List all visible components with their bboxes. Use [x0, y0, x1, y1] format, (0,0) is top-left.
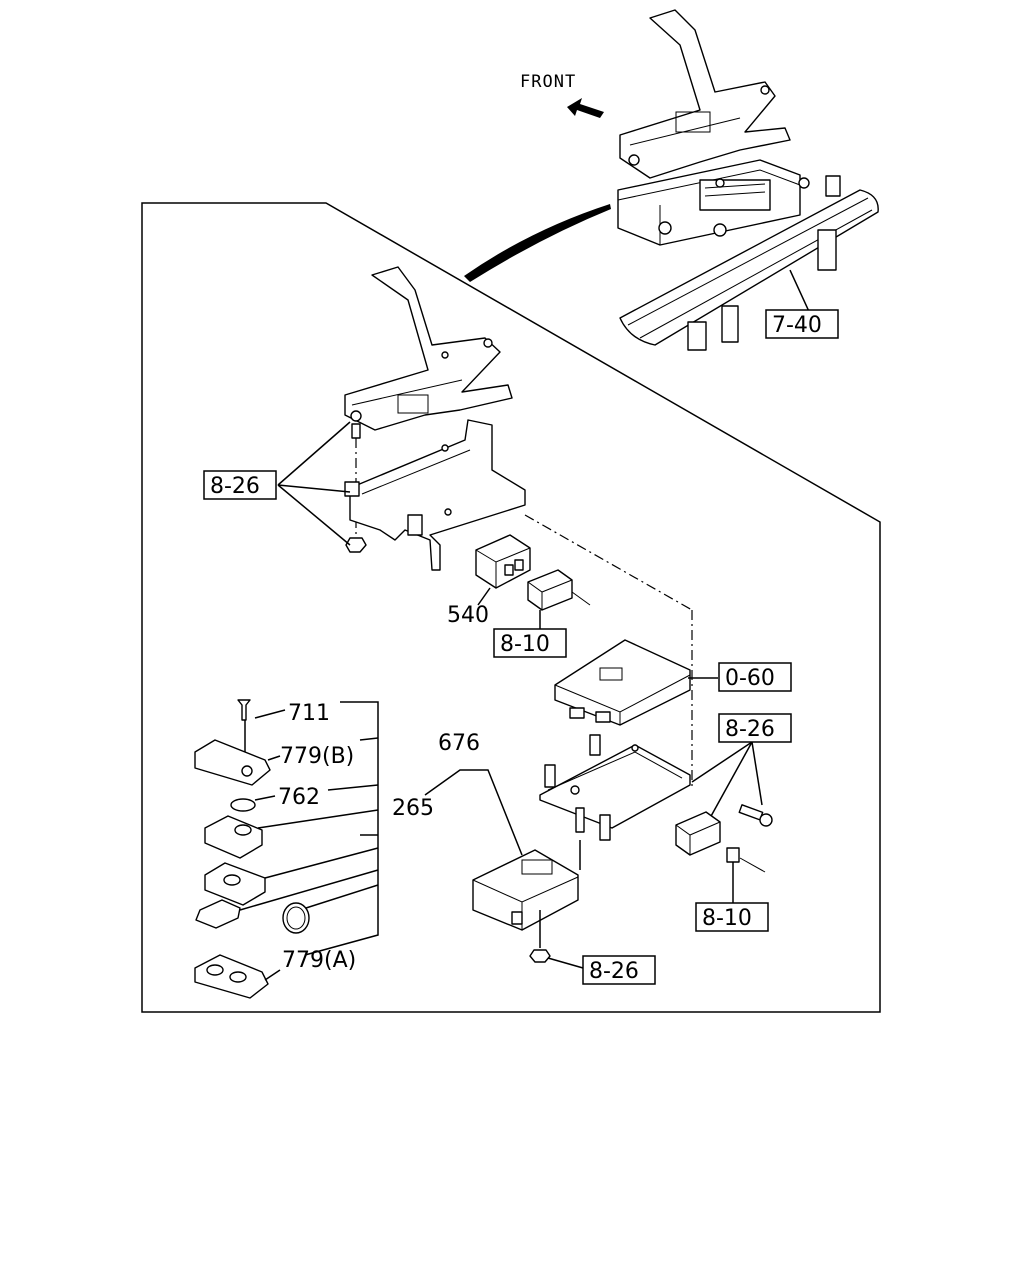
- label-540[interactable]: 540: [447, 603, 489, 628]
- label-762[interactable]: 762: [278, 785, 320, 810]
- overview-assembly: [617, 9, 879, 351]
- bolt: [738, 804, 773, 827]
- key-parts: [194, 699, 379, 999]
- svg-text:8-26: 8-26: [725, 717, 775, 742]
- svg-text:8-10: 8-10: [500, 632, 550, 657]
- detail-frame: [141, 202, 881, 1013]
- svg-text:8-10: 8-10: [702, 906, 752, 931]
- detail-pointer: [464, 204, 611, 282]
- module-676: [472, 840, 581, 963]
- label-779b[interactable]: 779(B): [280, 744, 354, 769]
- mounting-bracket: [344, 419, 526, 571]
- callout-8-26-bottom[interactable]: 8-26: [582, 955, 656, 985]
- relay-540: [475, 534, 531, 606]
- screw-top: [351, 423, 361, 439]
- svg-text:8-26: 8-26: [589, 959, 639, 984]
- connector-upper: [527, 569, 591, 630]
- arrow-left-icon: [567, 98, 604, 118]
- front-label: FRONT: [520, 72, 576, 92]
- callout-7-40[interactable]: 7-40: [765, 309, 839, 339]
- upper-bracket: [344, 266, 513, 431]
- svg-text:0-60: 0-60: [725, 666, 775, 691]
- label-265[interactable]: 265: [392, 796, 434, 821]
- connector-lower: [726, 847, 766, 905]
- label-711[interactable]: 711: [288, 701, 330, 726]
- relay-right: [675, 811, 721, 856]
- callout-8-10-upper[interactable]: 8-10: [493, 628, 567, 658]
- callout-8-26-left[interactable]: 8-26: [203, 470, 277, 500]
- lower-tray: [539, 734, 691, 841]
- callout-8-10-lower[interactable]: 8-10: [695, 902, 769, 932]
- callout-0-60[interactable]: 0-60: [718, 662, 792, 692]
- svg-text:8-26: 8-26: [210, 474, 260, 499]
- callout-8-26-right[interactable]: 8-26: [718, 713, 792, 743]
- label-779a[interactable]: 779(A): [282, 948, 356, 973]
- label-676[interactable]: 676: [438, 731, 480, 756]
- svg-text:7-40: 7-40: [772, 313, 822, 338]
- control-unit: [554, 639, 718, 726]
